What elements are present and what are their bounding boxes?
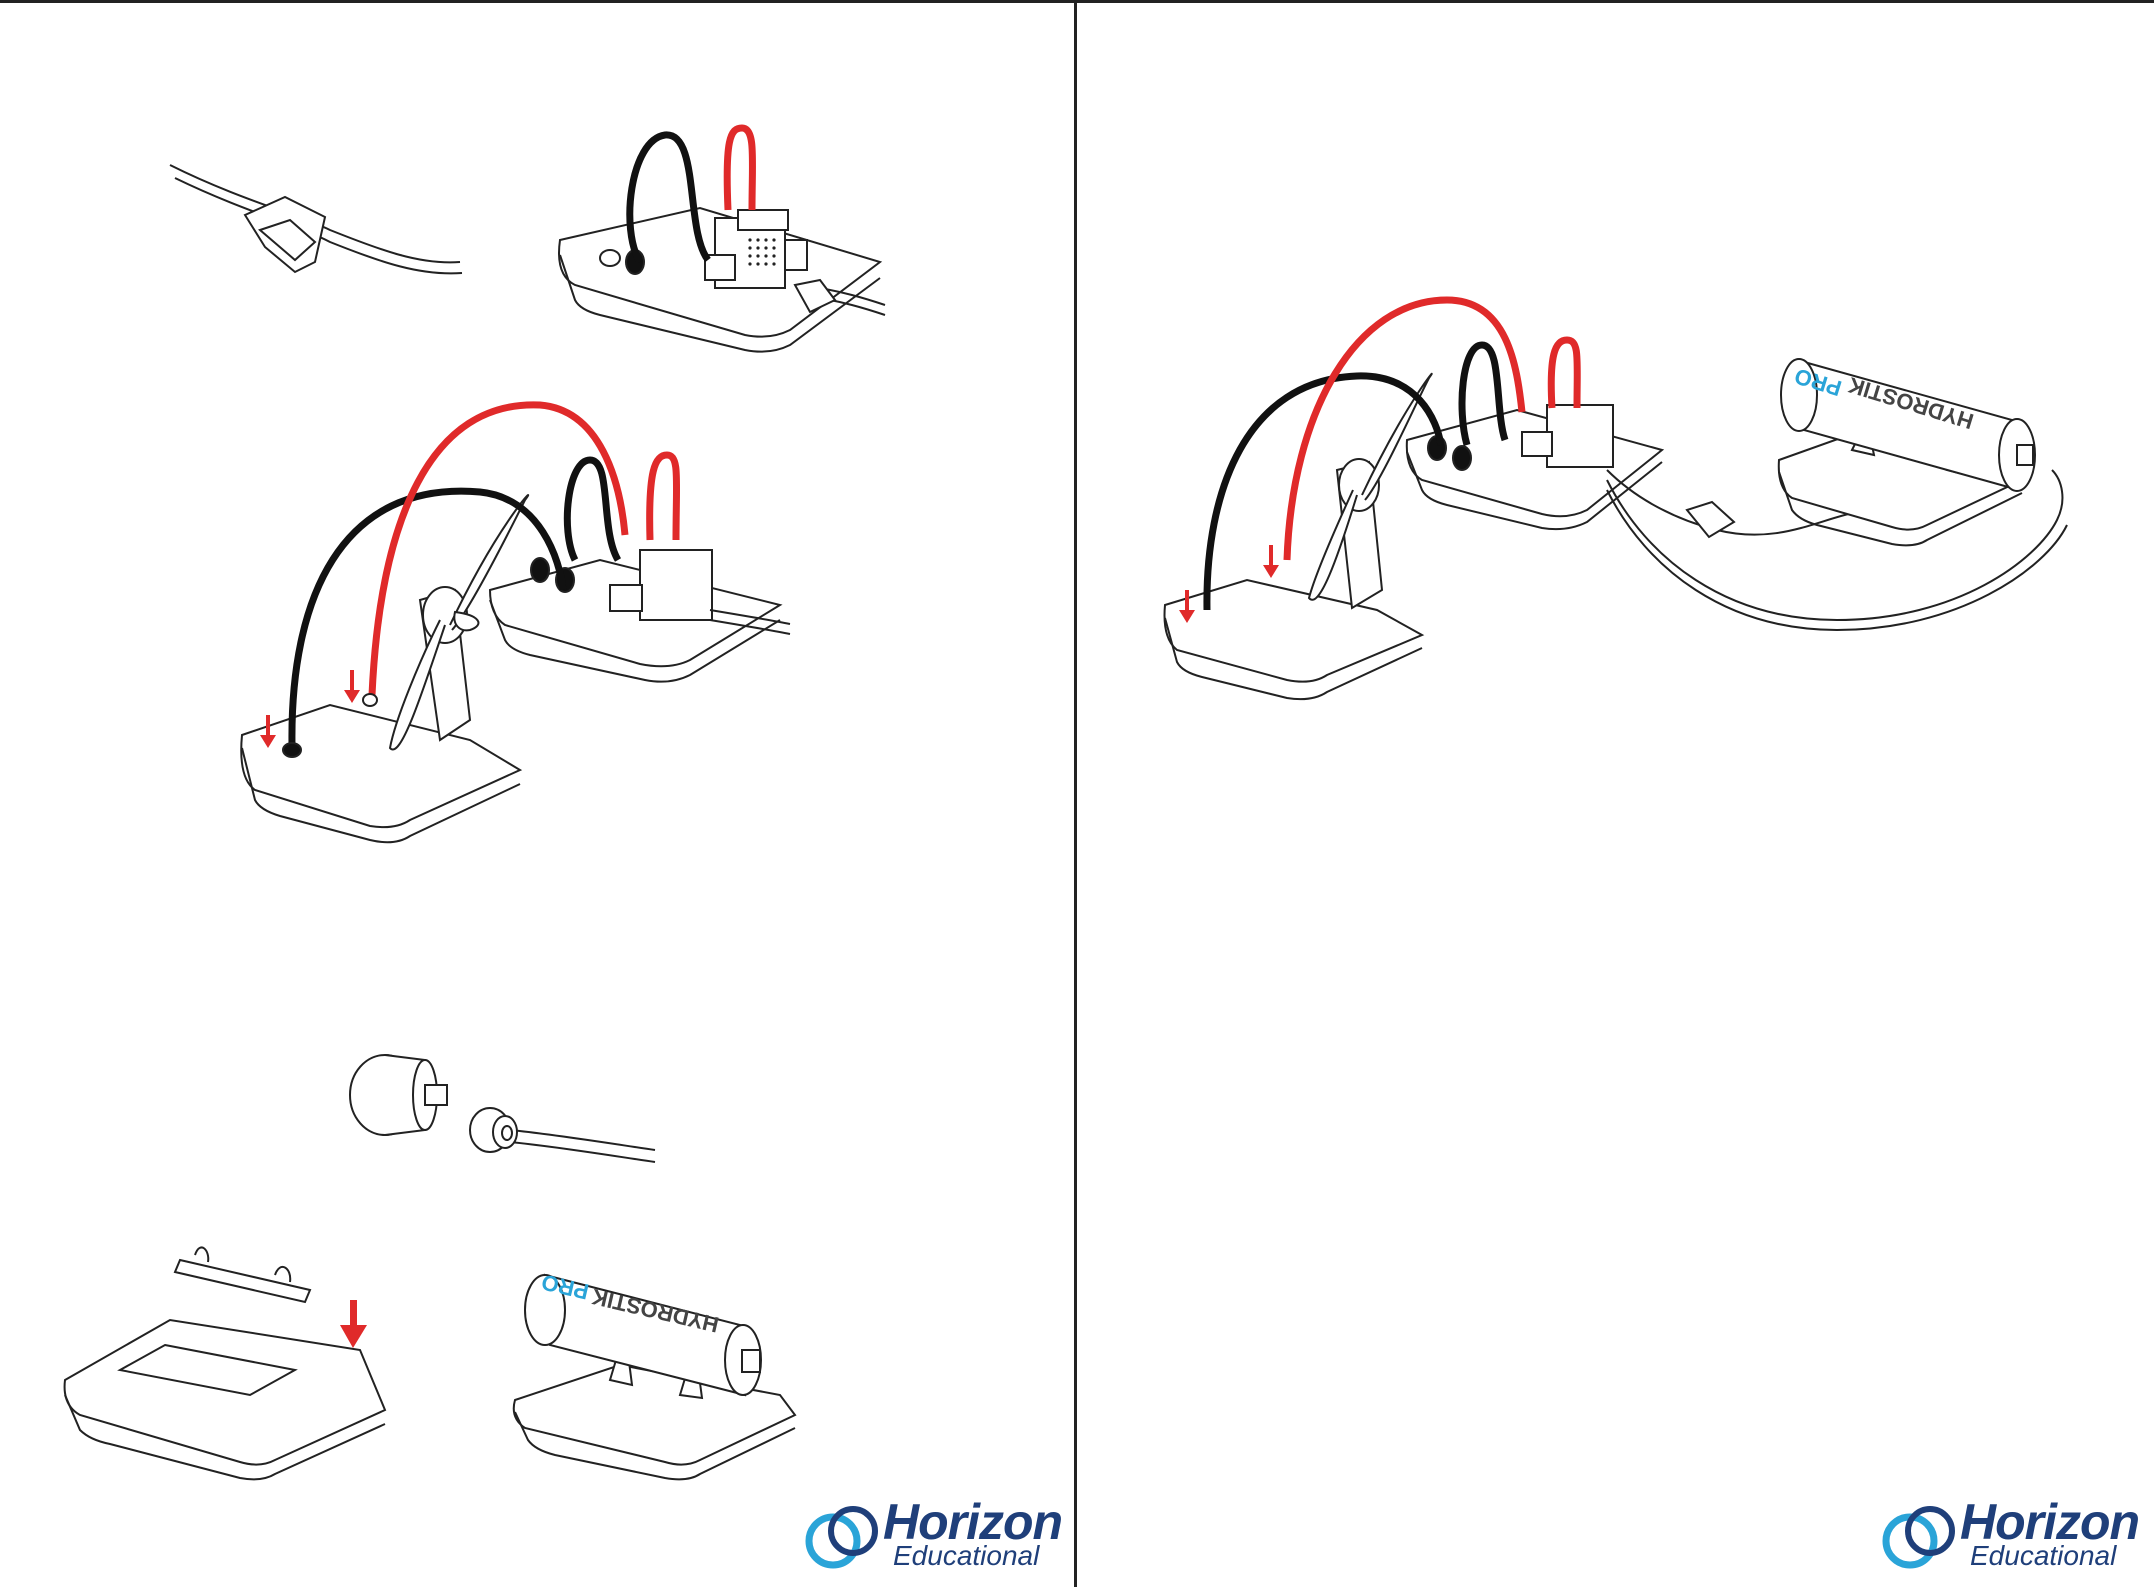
brand-tagline: Educational bbox=[1970, 1541, 2116, 1571]
horizon-logo-icon bbox=[1882, 1501, 1958, 1573]
left-page-illustrations: PRO HYDROSTIK bbox=[0, 0, 1077, 1587]
right-page-illustrations: PRO HYDROSTIK bbox=[1077, 0, 2154, 1587]
horizon-logo-icon bbox=[805, 1501, 881, 1573]
cap-tube-illustration bbox=[350, 1055, 655, 1162]
electrolyzer-base-illustration bbox=[559, 128, 885, 352]
right-page: PRO HYDROSTIK Horizon Educational bbox=[1077, 0, 2154, 1587]
horizon-logo: Horizon Educational bbox=[805, 1495, 1075, 1575]
horizon-logo: Horizon Educational bbox=[1882, 1495, 2152, 1575]
fan-connected-illustration bbox=[241, 405, 790, 842]
down-arrow-icon bbox=[340, 1300, 367, 1348]
base-holder-illustration bbox=[65, 1247, 385, 1479]
full-assembly-illustration bbox=[1165, 300, 2068, 699]
tube-clip-illustration bbox=[170, 165, 462, 273]
brand-tagline: Educational bbox=[893, 1541, 1039, 1571]
left-page: PRO HYDROSTIK Horizon Educational bbox=[0, 0, 1077, 1587]
